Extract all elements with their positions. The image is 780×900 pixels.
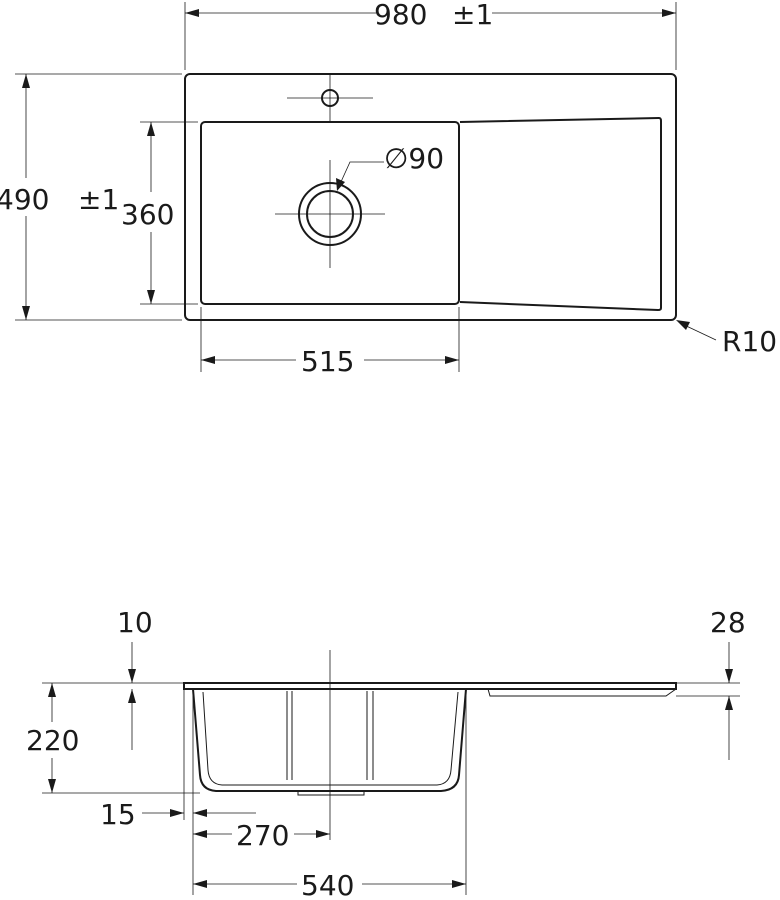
label-overall-depth: 490 xyxy=(0,183,49,216)
label-width-tolerance: ±1 xyxy=(452,0,493,31)
label-depth-tolerance: ±1 xyxy=(78,183,119,216)
rim-deck xyxy=(183,682,677,690)
label-side-offset: 15 xyxy=(100,798,136,831)
label-corner-radius: R10 xyxy=(722,325,777,358)
bowl-section-inner xyxy=(202,691,459,786)
label-drainboard-depth: 28 xyxy=(710,606,746,639)
bowl-section-outer xyxy=(192,688,467,792)
drain-leader xyxy=(339,161,384,185)
label-drain-diameter: ∅90 xyxy=(384,142,444,175)
label-bowl-width: 515 xyxy=(301,345,354,378)
label-bowl-depth: 360 xyxy=(121,198,174,231)
side-view: 10 28 220 15 270 540 xyxy=(26,606,746,900)
drainboard-section xyxy=(487,688,677,697)
label-bowl-section-width: 540 xyxy=(301,869,354,900)
label-drain-offset: 270 xyxy=(236,819,289,852)
label-bowl-height: 220 xyxy=(26,724,79,757)
drain-outlet xyxy=(297,790,365,796)
label-overall-width: 980 xyxy=(374,0,427,31)
sink-outline xyxy=(184,73,677,321)
drainboard-outline xyxy=(459,116,662,312)
top-view: 980 ±1 490 ±1 360 ∅90 515 R10 xyxy=(0,0,777,378)
label-rim-thickness: 10 xyxy=(117,606,153,639)
